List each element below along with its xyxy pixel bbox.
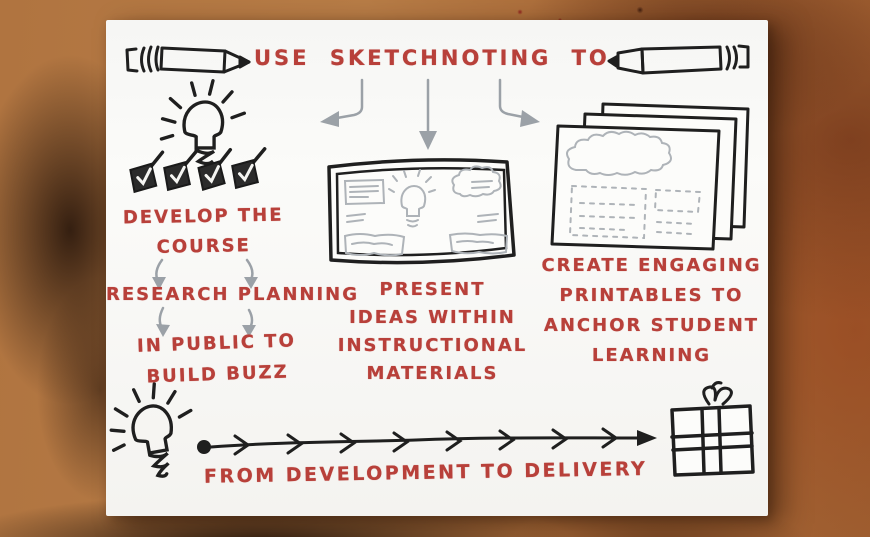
checkbox-icon bbox=[229, 147, 268, 190]
present-line-3: INSTRUCTIONAL bbox=[337, 335, 528, 356]
timeline-arrow-icon bbox=[197, 427, 657, 456]
sketchnote-drawings bbox=[106, 44, 755, 486]
present-ideas-label: PRESENT IDEAS WITHIN INSTRUCTIONAL MATER… bbox=[330, 276, 535, 388]
printables-stack-icon bbox=[550, 102, 750, 251]
branch-arrow-down bbox=[419, 78, 437, 150]
sketchnote-paper: USE SKETCHNOTING TO DEVELOP THE COURSE R… bbox=[106, 20, 768, 516]
create-line-4: LEARNING bbox=[591, 345, 712, 366]
whiteboard-sketch-icon bbox=[327, 158, 516, 265]
create-line-1: CREATE ENGAGING bbox=[541, 255, 762, 276]
create-printables-label: CREATE ENGAGING PRINTABLES TO ANCHOR STU… bbox=[534, 251, 769, 371]
develop-line-1: DEVELOP THE bbox=[122, 204, 284, 229]
research-line-3: BUILD BUZZ bbox=[146, 361, 289, 388]
present-line-1: PRESENT bbox=[379, 279, 486, 300]
checkbox-icon bbox=[195, 147, 235, 192]
create-line-3: ANCHOR STUDENT bbox=[543, 315, 760, 336]
pencil-icon bbox=[607, 44, 750, 75]
research-planning-label: RESEARCH PLANNING bbox=[106, 284, 360, 305]
present-line-4: MATERIALS bbox=[366, 363, 499, 384]
in-public-label: IN PUBLIC TO BUILD BUZZ bbox=[121, 325, 313, 394]
pencil-icon bbox=[125, 45, 251, 74]
lightbulb-icon bbox=[159, 79, 247, 175]
create-line-2: PRINTABLES TO bbox=[559, 285, 744, 306]
flow-arrow-small bbox=[152, 258, 258, 337]
gift-icon bbox=[670, 381, 755, 477]
present-line-2: IDEAS WITHIN bbox=[349, 307, 516, 328]
lightbulb-icon bbox=[106, 376, 203, 486]
checkbox-icon bbox=[127, 150, 167, 194]
develop-line-2: COURSE bbox=[156, 235, 252, 258]
checkbox-icon bbox=[161, 149, 200, 192]
branch-arrow-left bbox=[320, 78, 364, 127]
develop-course-label: DEVELOP THE COURSE bbox=[115, 200, 291, 263]
page-title: USE SKETCHNOTING TO bbox=[254, 46, 610, 70]
branch-arrow-right bbox=[498, 78, 540, 127]
